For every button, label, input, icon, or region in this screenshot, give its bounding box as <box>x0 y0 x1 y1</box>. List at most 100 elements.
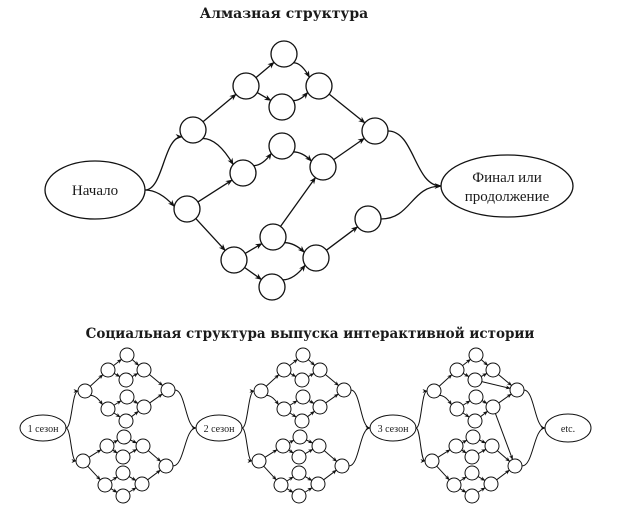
diamond-edge-arrow <box>195 218 226 251</box>
social-edge-arrow <box>289 372 297 378</box>
social-edge-arrow <box>289 358 298 367</box>
diamond-structure-title: Алмазная структура <box>200 6 369 22</box>
social-edge-arrow <box>131 359 140 366</box>
episode-node <box>468 347 484 363</box>
social-edge-arrow <box>149 393 163 404</box>
choice-node <box>232 72 260 100</box>
season-3-node <box>369 414 417 442</box>
episode-node <box>310 476 326 492</box>
episode-node <box>294 413 310 429</box>
social-edge-arrow <box>131 410 139 418</box>
episode-node <box>118 372 134 388</box>
episode-node <box>291 449 307 465</box>
social-edge-arrow <box>110 488 118 493</box>
choice-node <box>173 195 201 223</box>
episode-node <box>100 362 116 378</box>
diamond-edge-arrow <box>244 243 263 254</box>
diamond-edge-arrow <box>256 91 272 102</box>
diamond-edge-arrow <box>253 152 272 167</box>
episode-node <box>294 372 310 388</box>
social-edge-arrow <box>128 448 138 455</box>
social-edge-arrow <box>459 476 467 482</box>
social-edge-arrow <box>436 465 450 481</box>
episode-node <box>446 477 462 493</box>
social-edge-arrow <box>90 394 103 406</box>
season-edge-arrow <box>172 426 197 467</box>
season-1-node <box>19 414 67 442</box>
choice-node <box>220 246 248 274</box>
diamond-edge-arrow <box>326 226 359 251</box>
season-edge-arrow <box>415 427 426 463</box>
episode-node <box>509 382 525 398</box>
social-edge-arrow <box>88 449 102 458</box>
episode-node <box>312 399 328 415</box>
social-edge-arrow <box>286 488 294 493</box>
episode-node <box>135 438 151 454</box>
diamond-edge-arrow <box>328 93 366 124</box>
season-2-node <box>195 414 243 442</box>
season-edge-arrow <box>65 389 79 429</box>
diamond-nodes <box>173 40 389 301</box>
episode-node <box>467 413 483 429</box>
episode-node <box>485 399 501 415</box>
episode-node <box>97 477 113 493</box>
social-edge-arrow <box>461 448 467 454</box>
episode-node <box>448 438 464 454</box>
diamond-edge-arrow <box>333 137 365 161</box>
diamond-edge-arrow <box>144 134 183 191</box>
episode-node <box>291 488 307 504</box>
episode-node <box>334 458 350 474</box>
diamond-edge-arrow <box>293 91 309 102</box>
social-edge-arrow <box>265 374 280 387</box>
choice-node <box>354 205 382 233</box>
social-structure-title: Социальная структура выпуска интерактивн… <box>86 326 535 342</box>
social-edge-arrow <box>304 487 313 493</box>
episode-node <box>100 401 116 417</box>
social-edge-arrow <box>480 410 488 418</box>
episode-node <box>449 362 465 378</box>
episode-node <box>336 382 352 398</box>
social-edge-arrow <box>131 372 139 378</box>
episode-node <box>136 362 152 378</box>
social-edges <box>65 358 546 493</box>
social-edge-arrow <box>87 465 101 481</box>
episode-node <box>115 465 131 481</box>
social-edge-arrow <box>462 412 470 418</box>
episode-node <box>295 389 311 405</box>
social-edge-arrow <box>289 400 298 406</box>
season-edge-arrow <box>523 389 546 430</box>
social-structure-diagram: 1 сезон 2 сезон 3 сезон etc. <box>19 347 592 504</box>
diamond-edge-arrow <box>282 264 306 281</box>
social-edge-arrow <box>128 487 137 493</box>
social-edge-arrow <box>308 399 315 404</box>
social-edge-arrow <box>286 476 294 482</box>
diamond-edge-arrow <box>387 130 442 189</box>
social-edge-arrow <box>323 450 338 462</box>
choice-node <box>309 153 337 181</box>
continuation-node <box>544 413 592 443</box>
social-edge-arrow <box>304 448 314 455</box>
diamond-edge-arrow <box>244 267 262 280</box>
episode-node <box>116 429 132 445</box>
social-edge-arrow <box>307 359 316 366</box>
social-edge-arrow <box>110 476 118 482</box>
social-edge-arrow <box>479 439 487 444</box>
diamond-edge-arrow <box>197 179 233 203</box>
season-edge-arrow <box>348 426 371 467</box>
episode-node <box>251 453 267 469</box>
episode-node <box>426 383 442 399</box>
social-edge-arrow <box>325 393 339 404</box>
social-edge-arrow <box>437 449 451 458</box>
episode-node <box>295 347 311 363</box>
season-3-label: 3 сезон <box>378 424 410 435</box>
social-edge-arrow <box>480 359 489 366</box>
episode-node <box>118 413 134 429</box>
diamond-edge-arrow <box>280 177 316 227</box>
choice-node <box>229 159 257 187</box>
episode-node <box>99 438 115 454</box>
episode-node <box>464 449 480 465</box>
social-edge-arrow <box>288 439 295 445</box>
episode-node <box>134 476 150 492</box>
social-edge-arrow <box>149 374 164 386</box>
start-node <box>44 160 146 220</box>
